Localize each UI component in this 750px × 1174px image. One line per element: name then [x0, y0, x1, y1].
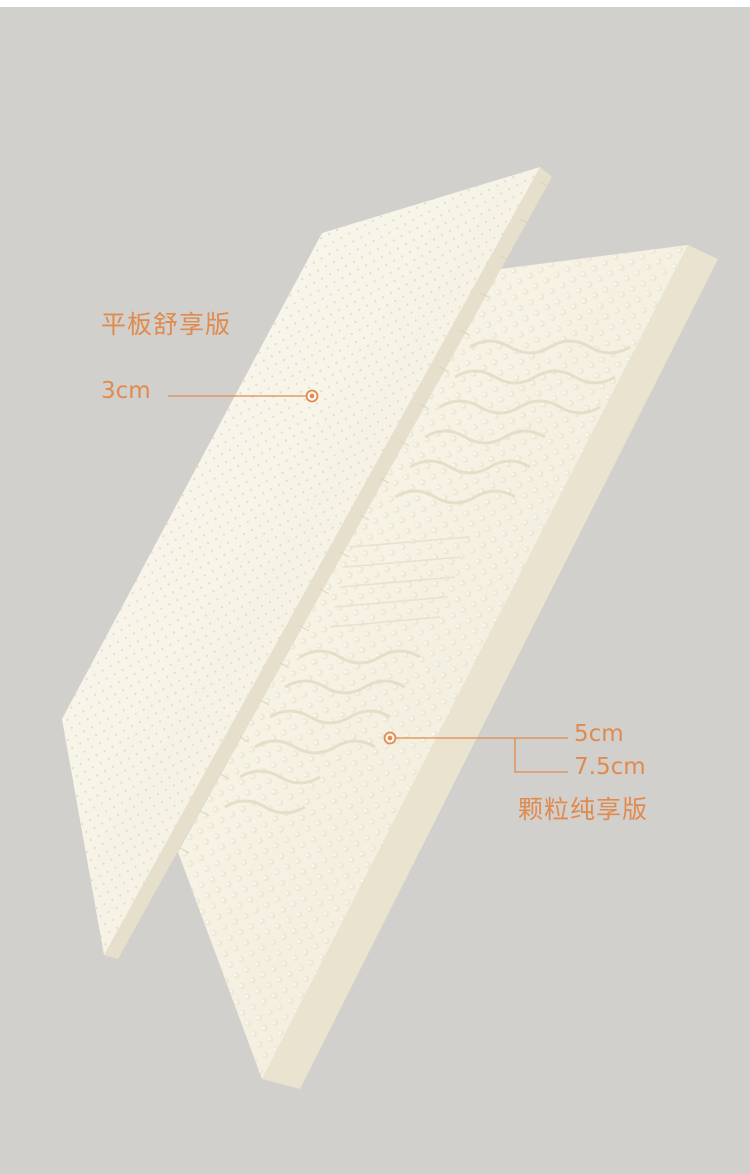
flat-thickness-label: 3cm: [101, 378, 151, 404]
granule-thickness-leader: [383, 731, 568, 773]
product-image-frame: 平板舒享版 3cm 5cm 7.5cm 颗粒纯享版: [0, 7, 750, 1174]
granule-thickness-b-label: 7.5cm: [574, 754, 646, 780]
flat-thickness-leader: [168, 389, 319, 403]
granule-thickness-a-label: 5cm: [574, 721, 624, 747]
annotation-lines: [168, 389, 568, 773]
flat-version-label: 平板舒享版: [101, 310, 232, 339]
granule-mattress: [178, 245, 718, 1089]
granule-version-label: 颗粒纯享版: [518, 795, 649, 824]
latex-mattress-illustration: [62, 167, 718, 1089]
flat-mattress: [62, 167, 552, 959]
